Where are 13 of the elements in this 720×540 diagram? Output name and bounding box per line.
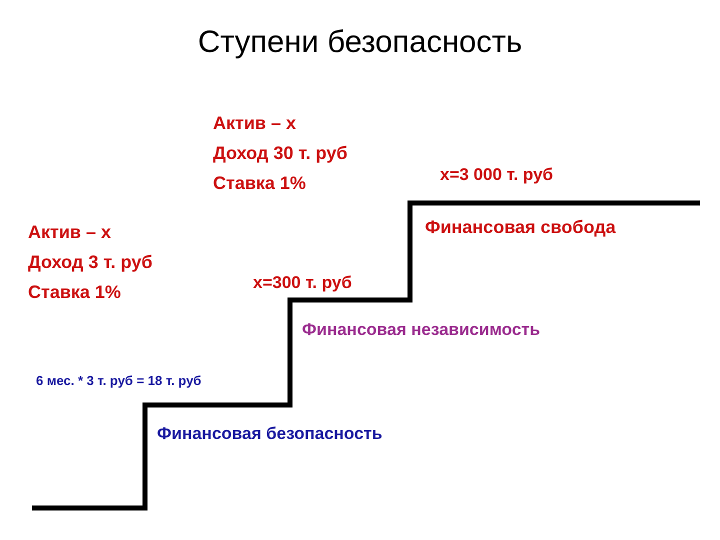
step-label: х=300 т. руб (253, 273, 352, 293)
step-label: х=3 000 т. руб (440, 165, 554, 185)
step-label: Доход 3 т. руб (28, 252, 152, 273)
step-label: Финансовая безопасность (157, 424, 382, 444)
step-label: Ставка 1% (213, 173, 306, 194)
title: Ступени безопасность (196, 24, 524, 60)
formula-text: 6 мес. * 3 т. руб = 18 т. руб (36, 373, 202, 388)
step-label: Актив – х (213, 113, 296, 134)
step-label: Доход 30 т. руб (213, 143, 348, 164)
step-label: Ставка 1% (28, 282, 121, 303)
step-label: Финансовая свобода (425, 217, 616, 238)
step-label: Финансовая независимость (302, 320, 540, 340)
step-label: Актив – х (28, 222, 111, 243)
